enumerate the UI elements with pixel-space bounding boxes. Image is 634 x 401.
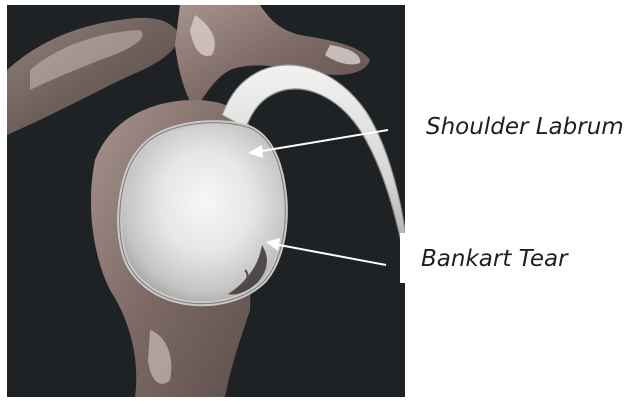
- shoulder-labrum-label: Shoulder Labrum: [426, 116, 624, 139]
- bankart-tear-label: Bankart Tear: [421, 248, 568, 271]
